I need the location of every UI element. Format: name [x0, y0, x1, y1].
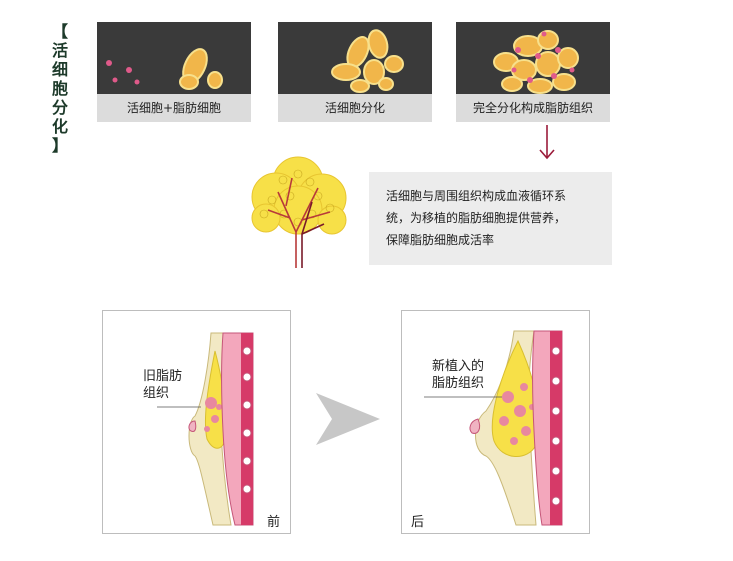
- info-box: 活细胞与周围组织构成血液循环系 统，为移植的脂肪细胞提供营养， 保障脂肪细胞成活…: [369, 172, 612, 265]
- before-breast-illustration: [157, 332, 254, 526]
- info-line: 统，为移植的脂肪细胞提供营养，: [386, 211, 567, 225]
- info-text: 活细胞与周围组织构成血液循环系 统，为移植的脂肪细胞提供营养， 保障脂肪细胞成活…: [386, 185, 606, 251]
- stage-2-illustration: [331, 29, 404, 93]
- after-corner-label: 后: [411, 515, 425, 530]
- stage-1-illustration: [106, 48, 223, 90]
- side-title-char: 化: [51, 117, 68, 136]
- side-title-char: 分: [51, 98, 68, 117]
- after-label-line: 脂肪组织: [432, 376, 485, 391]
- side-title-char: 【: [51, 22, 68, 41]
- info-line: 活细胞与周围组织构成血液循环系: [386, 189, 567, 203]
- after-label: 新植入的 脂肪组织: [432, 358, 484, 392]
- stage-panel-2: 活细胞分化: [278, 22, 432, 122]
- info-line: 保障脂肪细胞成活率: [386, 233, 495, 247]
- arrow-down-icon: [539, 125, 555, 160]
- after-label-line: 新植入的: [432, 359, 485, 374]
- after-breast-illustration: [424, 330, 563, 526]
- side-title-char: 】: [51, 136, 68, 155]
- stage-caption: 活细胞+脂肪细胞: [97, 94, 251, 122]
- before-label-line: 旧脂肪: [143, 369, 183, 384]
- before-frame: 旧脂肪 组织 前: [102, 310, 291, 534]
- side-title-char: 细: [51, 60, 68, 79]
- before-label: 旧脂肪 组织: [143, 368, 182, 402]
- side-title: 【 活 细 胞 分 化 】: [50, 22, 70, 155]
- after-frame: 新植入的 脂肪组织 后: [401, 310, 590, 534]
- before-corner-label: 前: [267, 515, 281, 530]
- stage-panel-3: 完全分化构成脂肪组织: [456, 22, 610, 122]
- stage-caption: 活细胞分化: [278, 94, 432, 122]
- before-label-line: 组织: [143, 386, 170, 401]
- stage-panel-1: 活细胞+脂肪细胞: [97, 22, 251, 122]
- side-title-char: 胞: [51, 79, 68, 98]
- side-title-char: 活: [51, 41, 68, 60]
- arrow-right-icon: [316, 393, 380, 445]
- stage-3-illustration: [493, 30, 579, 94]
- stage-caption: 完全分化构成脂肪组织: [456, 94, 610, 122]
- fat-tissue-illustration: [251, 156, 347, 268]
